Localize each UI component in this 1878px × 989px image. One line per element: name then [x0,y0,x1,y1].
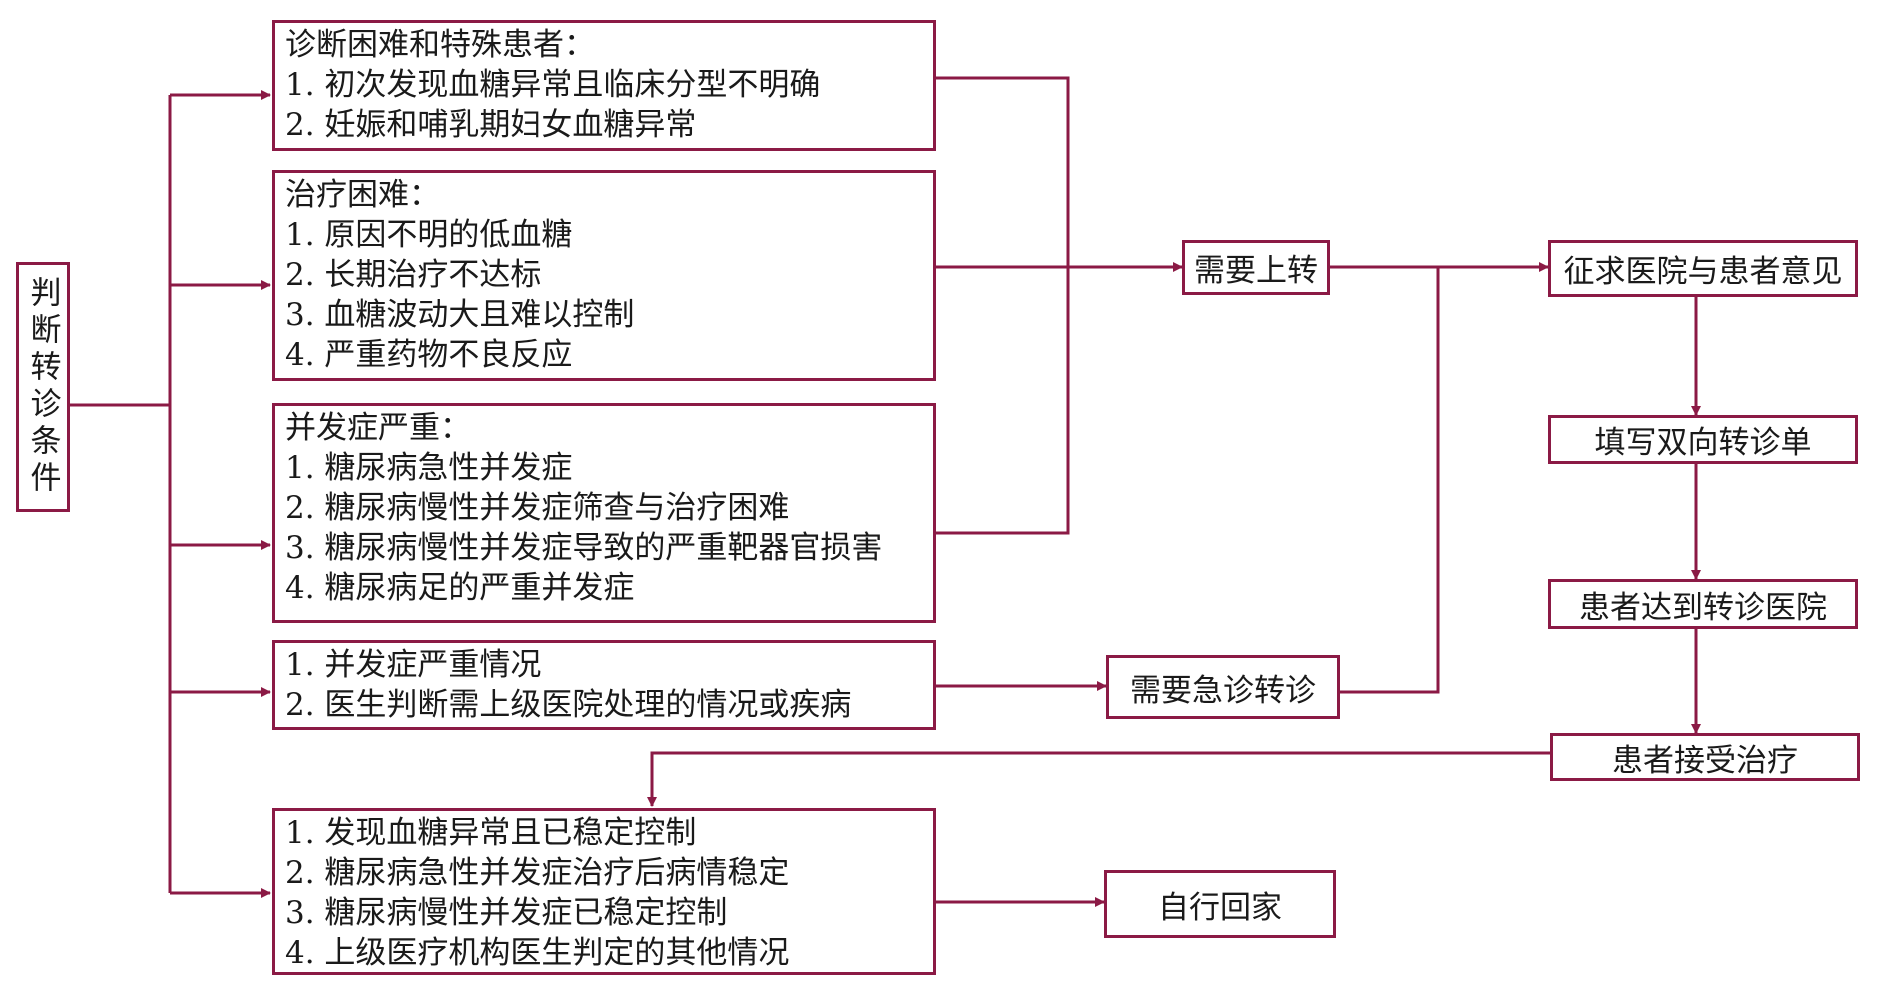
box-emergency-referral: 需要急诊转诊 [1106,655,1340,719]
box-upward-referral: 需要上转 [1182,240,1330,295]
bracket-box-a [936,76,1070,535]
box-arrive-hospital: 患者达到转诊医院 [1548,579,1858,629]
box-receive-treatment: 患者接受治疗 [1550,733,1860,781]
box-fill-referral-form: 填写双向转诊单 [1548,415,1858,464]
box-a-line: 2. 妊娠和哺乳期妇女血糖异常 [285,107,697,143]
arrive-label: 患者达到转诊医院 [1579,589,1827,626]
form-label: 填写双向转诊单 [1594,425,1812,461]
consult-label: 征求医院与患者意见 [1563,254,1843,290]
box-severe-complications: 并发症严重： 1. 糖尿病急性并发症 2. 糖尿病慢性并发症筛查与治疗困难 3.… [272,403,936,623]
box-a-line: 1. 初次发现血糖异常且临床分型不明确 [285,67,821,103]
box-d-line: 2. 医生判断需上级医院处理的情况或疾病 [285,687,852,723]
box-e-line: 3. 糖尿病慢性并发症已稳定控制 [285,895,728,931]
box-e-line: 1. 发现血糖异常且已稳定控制 [285,815,697,851]
box-b-line: 治疗困难： [285,177,440,213]
treat-label: 患者接受治疗 [1612,742,1798,779]
box-difficult-treatment: 治疗困难： 1. 原因不明的低血糖 2. 长期治疗不达标 3. 血糖波动大且难以… [272,170,936,381]
box-emergency-conditions: 1. 并发症严重情况 2. 医生判断需上级医院处理的情况或疾病 [272,640,936,730]
box-b-line: 1. 原因不明的低血糖 [285,217,573,253]
arrow-return-to-stable [647,751,1550,807]
box-stable-conditions: 1. 发现血糖异常且已稳定控制 2. 糖尿病急性并发症治疗后病情稳定 3. 糖尿… [272,808,936,975]
upward-label: 需要上转 [1194,253,1318,289]
judge-box: 判断转诊条件 [16,262,70,512]
box-consult-opinions: 征求医院与患者意见 [1548,240,1858,297]
box-a-line: 诊断困难和特殊患者： [285,27,595,63]
box-e-line: 2. 糖尿病急性并发症治疗后病情稳定 [285,855,790,891]
box-c-line: 3. 糖尿病慢性并发症导致的严重靶器官损害 [285,530,883,566]
box-b-line: 2. 长期治疗不达标 [285,257,542,293]
box-b-line: 4. 严重药物不良反应 [285,337,573,373]
box-c-line: 4. 糖尿病足的严重并发症 [285,570,635,606]
box-c-line: 2. 糖尿病慢性并发症筛查与治疗困难 [285,490,790,526]
box-c-line: 1. 糖尿病急性并发症 [285,450,573,486]
home-label: 自行回家 [1158,889,1282,926]
box-go-home: 自行回家 [1104,870,1336,938]
box-b-line: 3. 血糖波动大且难以控制 [285,297,635,333]
emergency-to-join [1340,267,1440,694]
box-difficult-diagnosis: 诊断困难和特殊患者： 1. 初次发现血糖异常且临床分型不明确 2. 妊娠和哺乳期… [272,20,936,151]
box-d-line: 1. 并发症严重情况 [285,647,542,683]
box-c-line: 并发症严重： [285,410,471,446]
box-e-line: 4. 上级医疗机构医生判定的其他情况 [285,935,790,971]
judge-label: 判断转诊条件 [24,276,61,498]
emergency-label: 需要急诊转诊 [1130,672,1316,709]
